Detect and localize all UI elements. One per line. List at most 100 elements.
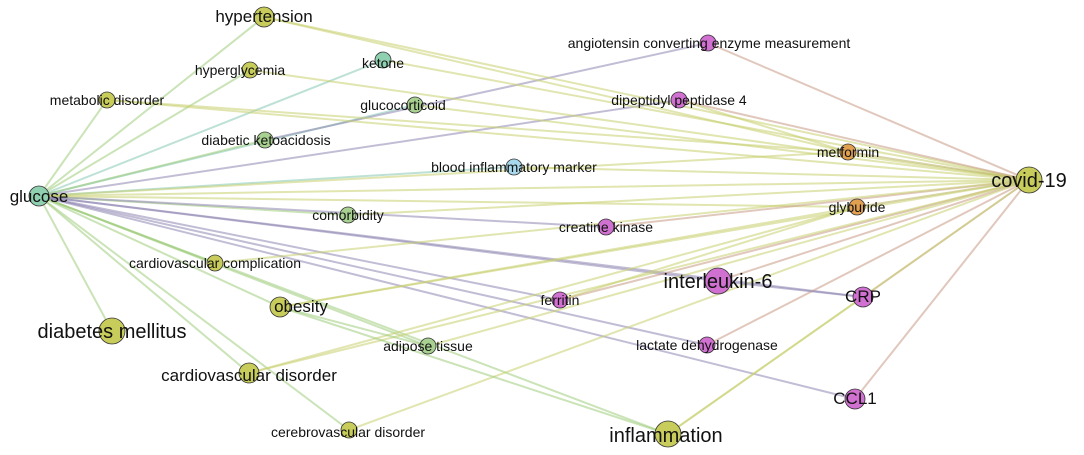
node-diabetes-mellitus[interactable] bbox=[98, 317, 126, 345]
edge-covid19-hyperglycemia bbox=[249, 69, 1030, 181]
node-ccl1[interactable] bbox=[844, 388, 866, 410]
node-label-cv-disorder: cardiovascular disorder bbox=[161, 366, 337, 385]
node-dpp4[interactable] bbox=[670, 91, 688, 109]
edge-covid19-metabolic_disorder bbox=[106, 99, 1030, 181]
edge-glucose-obesity bbox=[38, 195, 281, 308]
edge-glucose-dpp4 bbox=[38, 99, 680, 197]
edge-covid19-hypertension bbox=[263, 16, 1030, 181]
edge-glucose-covid19 bbox=[38, 179, 1030, 197]
edge-covid19-ldh bbox=[706, 179, 1030, 346]
edge-covid19-dpp4 bbox=[678, 99, 1030, 181]
edge-glucose-diabetic_ketoacidosis bbox=[38, 139, 266, 197]
node-comorbidity[interactable] bbox=[339, 206, 357, 224]
edge-metformin-dpp4 bbox=[678, 99, 849, 153]
edge-glucose-inflammation bbox=[38, 195, 669, 435]
node-label-glucose: glucose bbox=[10, 187, 69, 206]
node-label-hyperglycemia: hyperglycemia bbox=[195, 62, 285, 78]
node-label-crp: CRP bbox=[845, 287, 881, 306]
node-label-obesity: obesity bbox=[274, 297, 328, 316]
node-label-ldh: lactate dehydrogenase bbox=[636, 337, 778, 353]
node-hyperglycemia[interactable] bbox=[241, 61, 259, 79]
node-label-dpp4: dipeptidyl peptidase 4 bbox=[611, 92, 747, 108]
node-label-cerebrovascular: cerebrovascular disorder bbox=[271, 424, 425, 440]
node-label-covid19: covid-19 bbox=[991, 170, 1067, 192]
edge-covid19-metformin bbox=[847, 151, 1030, 181]
node-label-creatine-kinase: creatine kinase bbox=[559, 219, 653, 235]
node-interleukin6[interactable] bbox=[704, 267, 732, 295]
node-diabetic-ketoacidosis[interactable] bbox=[256, 131, 274, 149]
node-glucose[interactable] bbox=[28, 185, 50, 207]
edge-glucose-cerebrovascular bbox=[38, 195, 350, 431]
node-label-adipose-tissue: adipose tissue bbox=[383, 338, 473, 354]
node-hypertension[interactable] bbox=[253, 6, 275, 28]
edge-glucose-ldh bbox=[38, 195, 708, 346]
node-label-ferritin: ferritin bbox=[541, 292, 580, 308]
edge-obesity-inflammation bbox=[279, 306, 669, 435]
edge-glucose-metabolic_disorder bbox=[38, 99, 108, 197]
edge-obesity-adipose_tissue bbox=[279, 306, 429, 347]
node-inflammation[interactable] bbox=[654, 420, 682, 448]
edges-layer bbox=[38, 16, 1030, 435]
node-ldh[interactable] bbox=[698, 336, 716, 354]
node-creatine-kinase[interactable] bbox=[597, 218, 615, 236]
edge-glyburide-ferritin bbox=[559, 206, 858, 301]
node-metformin[interactable] bbox=[839, 143, 857, 161]
node-label-hypertension: hypertension bbox=[215, 7, 312, 26]
node-label-interleukin6: interleukin-6 bbox=[664, 271, 773, 293]
edge-interleukin6-crp bbox=[717, 280, 864, 298]
node-label-ccl1: CCL1 bbox=[833, 389, 876, 408]
node-glucocorticoid[interactable] bbox=[406, 96, 424, 114]
node-blood-marker[interactable] bbox=[505, 158, 523, 176]
nodes-layer bbox=[28, 6, 1043, 448]
node-glyburide[interactable] bbox=[848, 198, 866, 216]
node-crp[interactable] bbox=[852, 286, 874, 308]
node-label-diabetic-ketoacidosis: diabetic ketoacidosis bbox=[201, 132, 330, 148]
node-cv-disorder[interactable] bbox=[238, 362, 260, 384]
node-label-metabolic-disorder: metabolic disorder bbox=[50, 92, 165, 108]
edge-covid19-blood_marker bbox=[513, 166, 1030, 181]
edge-covid19-angiotensin bbox=[707, 42, 1030, 181]
edge-covid19-cerebrovascular bbox=[348, 179, 1030, 431]
edge-metformin-metabolic_disorder bbox=[106, 99, 849, 153]
node-label-angiotensin: angiotensin converting enzyme measuremen… bbox=[568, 35, 851, 51]
node-obesity[interactable] bbox=[269, 296, 291, 318]
node-label-diabetes-mellitus: diabetes mellitus bbox=[38, 321, 187, 343]
node-label-glyburide: glyburide bbox=[829, 199, 886, 215]
edge-glucose-metformin bbox=[38, 151, 849, 197]
edge-covid19-cv_disorder bbox=[248, 179, 1030, 374]
edge-diabetic_ketoacidosis-angiotensin bbox=[264, 42, 709, 141]
node-adipose-tissue[interactable] bbox=[419, 337, 437, 355]
edge-metformin-hypertension bbox=[263, 16, 849, 153]
edge-glucose-cv_disorder bbox=[38, 195, 250, 374]
edge-glyburide-cv_disorder bbox=[248, 206, 858, 374]
edge-glucose-hyperglycemia bbox=[38, 69, 251, 197]
node-label-inflammation: inflammation bbox=[609, 425, 722, 447]
node-angiotensin[interactable] bbox=[699, 34, 717, 52]
node-label-cv-complication: cardiovascular complication bbox=[129, 255, 301, 271]
node-cerebrovascular[interactable] bbox=[340, 421, 358, 439]
node-label-ketone: ketone bbox=[362, 55, 404, 71]
edge-covid19-ccl1 bbox=[854, 179, 1030, 400]
edge-covid19-cv_complication bbox=[214, 179, 1030, 264]
edge-glucose-diabetes_mellitus bbox=[38, 195, 113, 332]
edge-glucose-ccl1 bbox=[38, 195, 856, 400]
edge-glucose-ferritin bbox=[38, 195, 561, 301]
node-ferritin[interactable] bbox=[551, 291, 569, 309]
edge-covid19-adipose_tissue bbox=[427, 179, 1030, 347]
node-metabolic-disorder[interactable] bbox=[98, 91, 116, 109]
node-label-glucocorticoid: glucocorticoid bbox=[360, 97, 446, 113]
edge-glyburide-obesity bbox=[279, 206, 858, 308]
node-ketone[interactable] bbox=[374, 51, 392, 69]
node-label-blood-marker: blood inflammatory marker bbox=[431, 159, 597, 175]
edge-glucose-glyburide bbox=[38, 195, 858, 208]
node-covid19[interactable] bbox=[1015, 166, 1043, 194]
edge-covid19-interleukin6 bbox=[717, 179, 1030, 282]
edge-glucose-hypertension bbox=[38, 16, 265, 197]
edge-glucose-creatine_kinase bbox=[38, 195, 607, 228]
edge-covid19-comorbidity bbox=[347, 179, 1030, 216]
edge-glucose-ketone bbox=[38, 59, 384, 197]
labels-layer: hypertension hyperglycemia metabolic disor… bbox=[10, 7, 1067, 447]
node-cv-complication[interactable] bbox=[206, 254, 224, 272]
edge-crp-inflammation bbox=[667, 296, 864, 435]
